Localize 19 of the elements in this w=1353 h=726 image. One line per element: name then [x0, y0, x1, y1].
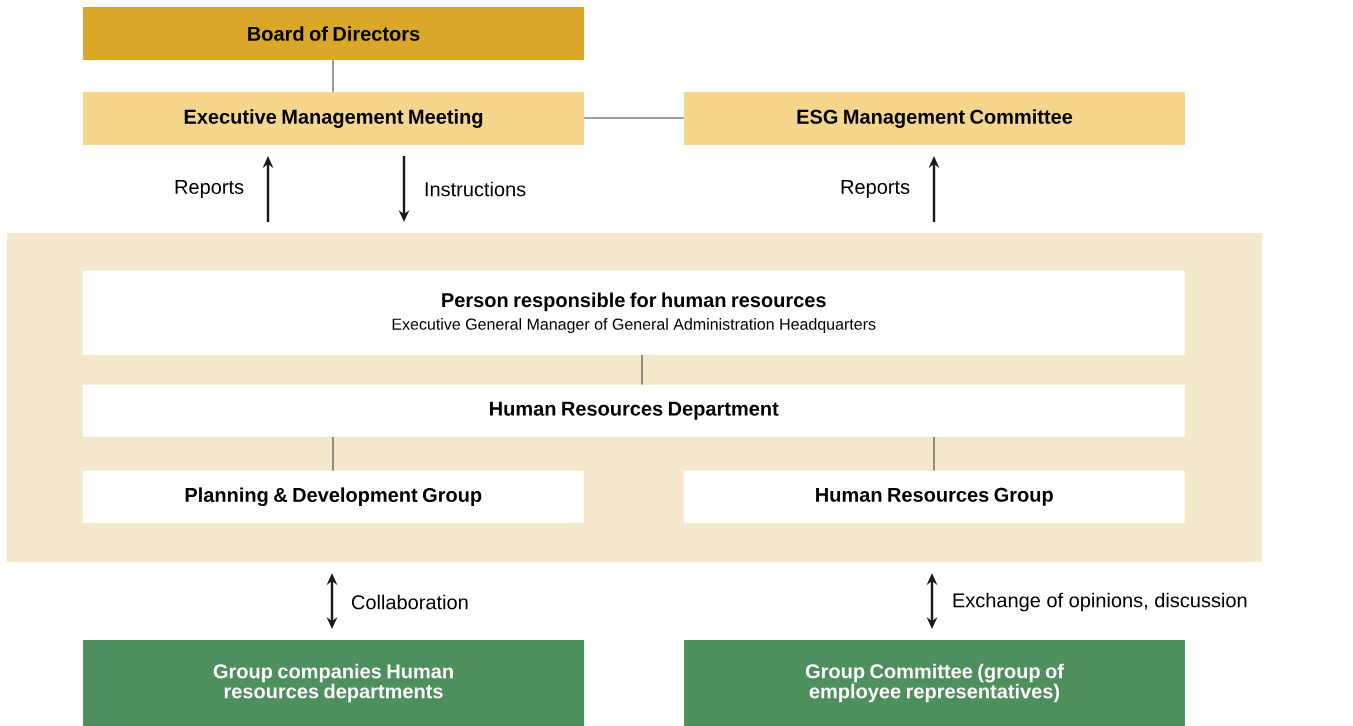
- committee-box: Group Committee (group of employee representatives): [684, 640, 1185, 726]
- edge-label: Reports: [171, 177, 247, 201]
- connector-line: [933, 436, 935, 471]
- connector-line: [641, 354, 643, 385]
- companies-box: Group companies Human resources departments: [83, 640, 584, 726]
- edge-label: Exchange of opinions, discussion: [949, 590, 1251, 614]
- group-box: Human Resources Group: [683, 470, 1185, 523]
- board-box: Board of Directors: [83, 7, 584, 60]
- edge-label: Collaboration: [348, 592, 472, 612]
- group-box: Planning & Development Group: [82, 470, 584, 523]
- edge-label: Instructions: [421, 179, 529, 199]
- edge-label: Reports: [837, 177, 913, 201]
- meeting-box: Executive Management Meeting: [83, 92, 584, 145]
- connector-line: [332, 436, 334, 471]
- connector-line: [583, 117, 685, 119]
- department-box: Human Resources Department: [82, 384, 1185, 437]
- responsible-box: Person responsible for human resources Executive General Manager of General Administration Headquarters: [82, 270, 1185, 355]
- connector-line: [332, 59, 334, 93]
- committee-box: ESG Management Committee: [684, 92, 1185, 145]
